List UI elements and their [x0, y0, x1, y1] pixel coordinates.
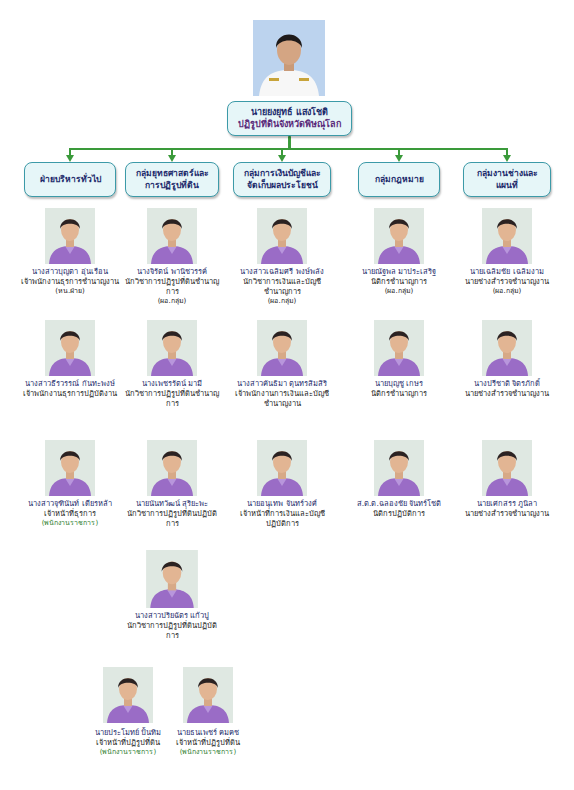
arrow-head	[66, 155, 74, 162]
group-box: กลุ่มยุทธศาสตร์และการปฏิรูปที่ดิน	[125, 162, 219, 197]
arrow-head	[278, 155, 286, 162]
staff-position: นักวิชาการเงินและบัญชีชำนาญการ	[232, 277, 332, 297]
staff-position: เจ้าหน้าที่ปฏิรูปที่ดิน	[78, 738, 178, 748]
staff-name: นายประโมทย์ ปั้นทิม	[78, 728, 178, 738]
arrow-head	[503, 155, 511, 162]
staff-name: นางสาวเฉลิมศรี พงษ์พลัง	[232, 267, 332, 277]
group-title: กลุ่มยุทธศาสตร์และการปฏิรูปที่ดิน	[131, 168, 213, 190]
staff-position: เจ้าหน้าที่ธุรการ	[20, 509, 120, 519]
staff-note: (พนักงานราชการ)	[158, 748, 258, 757]
staff-name: นางสาวคันธิมา ตุนทรสิมสิริ	[232, 379, 332, 389]
staff-position: นิติกรปฏิบัติการ	[349, 509, 449, 519]
group-title: กลุ่มงานช่างและแผนที่	[469, 168, 545, 190]
connector-line	[282, 136, 290, 156]
staff-photo	[374, 440, 424, 496]
staff-photo	[146, 550, 198, 608]
staff-position: เจ้าพนักงานธุรการปฏิบัติงาน	[20, 389, 120, 399]
connector-line	[70, 136, 290, 156]
staff-name: นายเฉลิมชัย เฉลิมงาม	[457, 267, 557, 277]
staff-name: ส.ต.ต.ฉลองชัย จันทร์โชติ	[349, 499, 449, 509]
staff-position: นักวิชาการปฏิรูปที่ดินชำนาญการ	[122, 389, 222, 409]
staff-note: (หน.ฝ่าย)	[20, 287, 120, 296]
staff-photo	[257, 440, 307, 496]
staff-photo	[257, 320, 307, 376]
chief-photo	[253, 20, 325, 96]
staff-position: นิติกรชำนาญการ	[349, 389, 449, 399]
connector	[168, 136, 290, 162]
head-title: ปฏิรูปที่ดินจังหวัดพิษณุโลก	[238, 119, 341, 131]
staff-photo	[45, 208, 95, 264]
staff-position: นักวิชาการปฏิรูปที่ดินปฏิบัติการ	[122, 509, 222, 529]
group-title: กลุ่มการเงินบัญชีและจัดเก็บผลประโยชน์	[239, 168, 325, 190]
staff-name: นางเพชรรัตน์ มามี	[122, 379, 222, 389]
connector-line	[172, 136, 290, 156]
staff-name: นางปรีชาติ จิตรภักดิ์	[457, 379, 557, 389]
staff-position: นิติกรชำนาญการ	[349, 277, 449, 287]
staff-photo	[482, 320, 532, 376]
staff-position: นักวิชาการปฏิรูปที่ดินปฏิบัติการ	[122, 621, 222, 641]
staff-name: นายเศกสรร ภูนิลา	[457, 499, 557, 509]
staff-photo	[147, 440, 197, 496]
staff-photo	[183, 667, 233, 723]
head-name: นายยงยุทธ์ แสงโชติ	[251, 107, 327, 119]
connector	[66, 136, 290, 162]
staff-name: นางสาวจุฑินันท์ เดียรหล้า	[20, 499, 120, 509]
staff-position: นายช่างสำรวจชำนาญงาน	[457, 389, 557, 399]
staff-note: (ผอ.กลุ่ม)	[122, 297, 222, 306]
staff-name: นายอนุเทพ จันทร์วงศ์	[232, 499, 332, 509]
staff-note: (พนักงานราชการ)	[20, 519, 120, 528]
staff-note: (ผอ.กลุ่ม)	[232, 297, 332, 306]
staff-name: นายธนเพชร์ คมคช	[158, 728, 258, 738]
staff-position: เจ้าหน้าที่การเงินและบัญชีปฏิบัติการ	[232, 509, 332, 529]
staff-photo	[45, 440, 95, 496]
staff-position: เจ้าพนักงานธุรการชำนาญงาน	[20, 277, 120, 287]
staff-position: นายช่างสำรวจชำนาญงาน	[457, 509, 557, 519]
staff-note: (พนักงานราชการ)	[78, 748, 178, 757]
group-box: ฝ่ายบริหารทั่วไป	[24, 162, 116, 197]
staff-name: นายณัฐพล มาประเสริฐ	[349, 267, 449, 277]
staff-photo	[257, 208, 307, 264]
staff-photo	[374, 208, 424, 264]
staff-photo	[147, 320, 197, 376]
staff-name: นางสาวธีรวรรณ์ กันทะพงษ์	[20, 379, 120, 389]
group-box: กลุ่มกฎหมาย	[358, 162, 440, 197]
staff-photo	[147, 208, 197, 264]
head-box: นายยงยุทธ์ แสงโชติปฏิรูปที่ดินจังหวัดพิษ…	[227, 101, 352, 136]
staff-photo	[482, 208, 532, 264]
group-box: กลุ่มงานช่างและแผนที่	[463, 162, 551, 197]
staff-name: นางจิรัตน์ พานิชวรรค์	[122, 267, 222, 277]
arrow-head	[168, 155, 176, 162]
staff-name: นายนันทวัฒน์ สุริยะพะ	[122, 499, 222, 509]
group-title: กลุ่มกฎหมาย	[375, 174, 424, 185]
connector	[290, 136, 512, 162]
staff-name: นายบุญชู เกษร	[349, 379, 449, 389]
staff-position: เจ้าพนักงานการเงินและบัญชีชำนาญงาน	[232, 389, 332, 409]
group-title: ฝ่ายบริหารทั่วไป	[40, 174, 101, 185]
group-box: กลุ่มการเงินบัญชีและจัดเก็บผลประโยชน์	[233, 162, 331, 197]
connector	[278, 136, 290, 162]
connector-line	[290, 136, 400, 156]
connector-line	[290, 136, 508, 156]
staff-photo	[482, 440, 532, 496]
staff-photo	[374, 320, 424, 376]
staff-photo	[103, 667, 153, 723]
staff-note: (ผอ.กลุ่ม)	[349, 287, 449, 296]
staff-note: (ผอ.กลุ่ม)	[457, 287, 557, 296]
staff-position: เจ้าหน้าที่ปฏิรูปที่ดิน	[158, 738, 258, 748]
staff-name: นางสาวบุญตา อุ่นเรือน	[20, 267, 120, 277]
arrow-head	[395, 155, 403, 162]
staff-position: นายช่างสำรวจชำนาญงาน	[457, 277, 557, 287]
staff-position: นักวิชาการปฏิรูปที่ดินชำนาญการ	[122, 277, 222, 297]
staff-photo	[45, 320, 95, 376]
staff-name: นางสาวปริยฉัตร แก้วปู	[122, 611, 222, 621]
